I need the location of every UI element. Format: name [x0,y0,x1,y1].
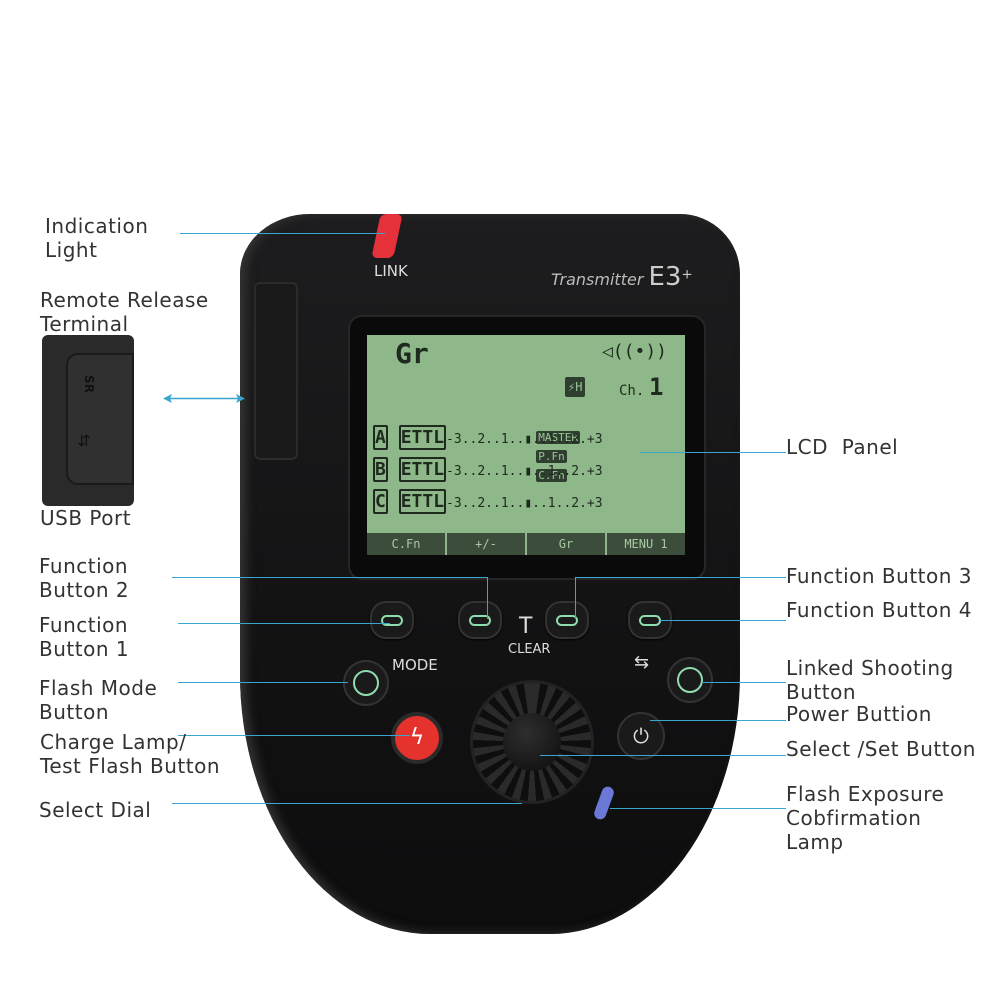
softkey-menu: MENU 1 [607,533,685,555]
label-flash-exposure: Flash Exposure Cobfirmation Lamp [786,782,945,854]
model-sup: + [681,267,693,283]
model-text: E3 [648,262,682,292]
group-letter: A [373,425,388,450]
power-icon: ⏻ [633,724,649,748]
clear-label: CLEAR [508,642,551,657]
label-indication-light: Indication Light [45,214,149,262]
button-ring [556,615,578,626]
leader-indication-light [180,233,385,234]
function-button-3[interactable] [545,601,589,639]
tag-pfn: P.Fn [536,450,567,463]
test-flash-button[interactable]: ϟ [391,712,443,764]
button-ring [381,615,403,626]
label-linked-shooting: Linked Shooting Button [786,656,954,704]
select-set-button[interactable] [503,713,561,771]
leader-fec-lamp [610,808,786,809]
leader-charge-lamp [178,735,410,736]
leader-linked [702,682,786,683]
port-cover [66,353,134,485]
leader-fb2-drop [487,577,488,619]
flash-mode: ETTL [398,457,447,482]
button-ring [469,615,491,626]
button-ring [639,615,661,626]
high-speed-sync-icon: ⚡H [565,377,586,397]
linked-shooting-button[interactable] [667,657,713,703]
label-function-button-1: Function Button 1 [39,613,130,661]
group-letter: C [373,489,388,514]
link-label: LINK [374,262,408,280]
side-port-cover [254,282,298,460]
group-row-a: A ETTL-3..2..1..▮..1..2.+3 [373,425,603,450]
leader-fb3-drop [575,577,576,619]
leader-lcd [640,452,786,453]
leader-flash-mode [178,682,348,683]
label-flash-mode: Flash Mode Button [39,676,158,724]
label-function-button-4: Function Button 4 [786,598,972,622]
clear-t-mark: T [519,614,533,639]
button-ring [353,670,379,696]
softkey-cfn: C.Fn [367,533,445,555]
function-button-4[interactable] [628,601,672,639]
label-power: Power Buttion [786,702,932,726]
channel-prefix: Ch. [619,383,645,399]
softkey-plus-minus: +/- [447,533,525,555]
flash-mode: ETTL [398,489,447,514]
flash-mode: ETTL [398,425,447,450]
leader-fb3 [575,577,786,578]
tag-master: MASTER [536,431,581,444]
status-tags: MASTER P.Fn C.Fn [517,407,581,502]
label-usb-port: USB Port [40,506,132,530]
label-charge-lamp: Charge Lamp/ Test Flash Button [40,730,221,778]
lcd-group-mode: Gr [395,337,429,370]
leader-fb2 [172,577,487,578]
usb-port-inset: SR ⇆ [42,335,134,506]
label-select-set: Select /Set Button [786,737,976,761]
brand-text: Transmitter [551,270,644,289]
label-function-button-3: Function Button 3 [786,564,972,588]
leader-select-set [540,755,786,756]
brand-label: Transmitter E3+ [551,262,693,292]
exposure-scale: -3..2..1..▮..1..2.+3 [446,464,603,479]
tag-cfn: C.Fn [536,469,567,482]
flash-mode-button[interactable] [343,660,389,706]
softkey-group: Gr [527,533,605,555]
channel-number: 1 [649,373,664,401]
group-row-b: B ETTL-3..2..1..▮..1..2.+3 [373,457,603,482]
group-row-c: C ETTL-3..2..1..▮..1..2.+3 [373,489,603,514]
label-remote-release: Remote Release Terminal [40,288,209,336]
linked-shooting-icon: ⇆ [634,652,650,673]
leader-fb1 [178,623,390,624]
usb-icon: ⇆ [75,433,95,448]
sr-label: SR [81,375,96,393]
leader-fb4 [660,620,786,621]
function-button-2[interactable] [458,601,502,639]
group-letter: B [373,457,388,482]
label-function-button-2: Function Button 2 [39,554,130,602]
label-lcd-panel: LCD Panel [786,435,899,459]
double-arrow-icon [163,394,245,403]
button-ring [677,667,703,693]
lcd-panel: Gr ◁((•)) ⚡H Ch. 1 MASTER P.Fn C.Fn A ET… [367,335,685,555]
label-select-dial: Select Dial [39,798,152,822]
exposure-scale: -3..2..1..▮..1..2.+3 [446,432,603,447]
function-button-1[interactable] [370,601,414,639]
exposure-scale: -3..2..1..▮..1..2.+3 [446,496,603,511]
leader-power [650,720,786,721]
double-arrow [163,389,245,403]
speaker-antenna-icon: ◁((•)) [601,341,667,362]
leader-select-dial [172,803,522,804]
mode-label: MODE [392,656,438,674]
